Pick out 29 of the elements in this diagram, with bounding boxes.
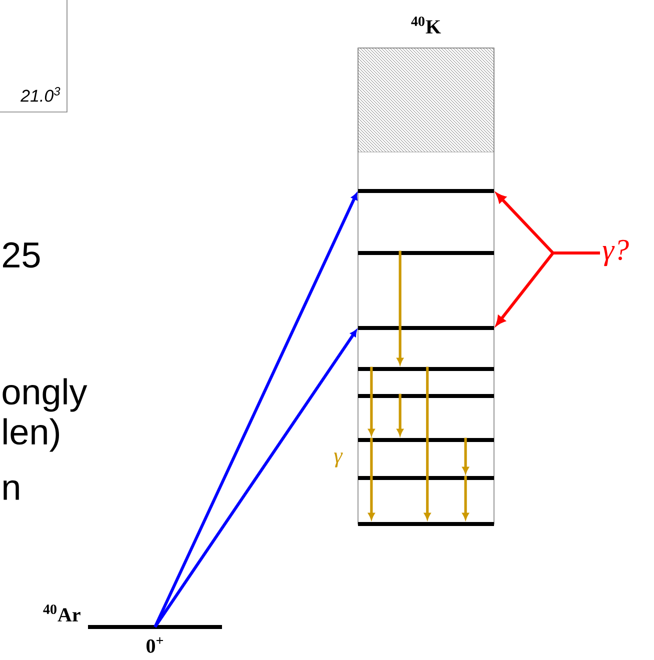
energy-level xyxy=(358,326,494,330)
gamma-arrow xyxy=(396,394,404,436)
nucleus-label: $^{40}$K xyxy=(411,16,441,34)
gamma-arrow xyxy=(396,250,404,365)
gamma-arrow xyxy=(424,366,431,520)
hatched-region xyxy=(358,48,494,152)
fork-arrow xyxy=(496,252,600,326)
gamma-arrow xyxy=(368,366,375,436)
energy-level xyxy=(358,367,494,371)
energy-level xyxy=(358,522,494,526)
gamma-arrow xyxy=(368,438,375,520)
slide-text: 25 xyxy=(3,242,40,268)
gamma-label: γ xyxy=(334,452,343,468)
energy-level xyxy=(358,394,494,398)
slide-text: n xyxy=(4,480,19,500)
excitation-arrow xyxy=(154,192,358,628)
energy-level xyxy=(358,251,494,255)
level-label: $^{40}$Ar xyxy=(43,604,80,622)
energy-level xyxy=(358,189,494,193)
gamma-question: γ? xyxy=(602,240,629,266)
excitation-arrow xyxy=(154,330,357,628)
gamma-arrow xyxy=(462,438,469,474)
gamma-arrow xyxy=(462,476,469,520)
level-label: 0$^{+}$ xyxy=(146,637,163,653)
slide-text: len) xyxy=(4,418,59,452)
energy-level xyxy=(358,476,494,480)
slide-text: 21.0$^{3}$ xyxy=(20,87,60,102)
slide-text: ongly xyxy=(2,378,88,412)
energy-level xyxy=(358,438,494,442)
